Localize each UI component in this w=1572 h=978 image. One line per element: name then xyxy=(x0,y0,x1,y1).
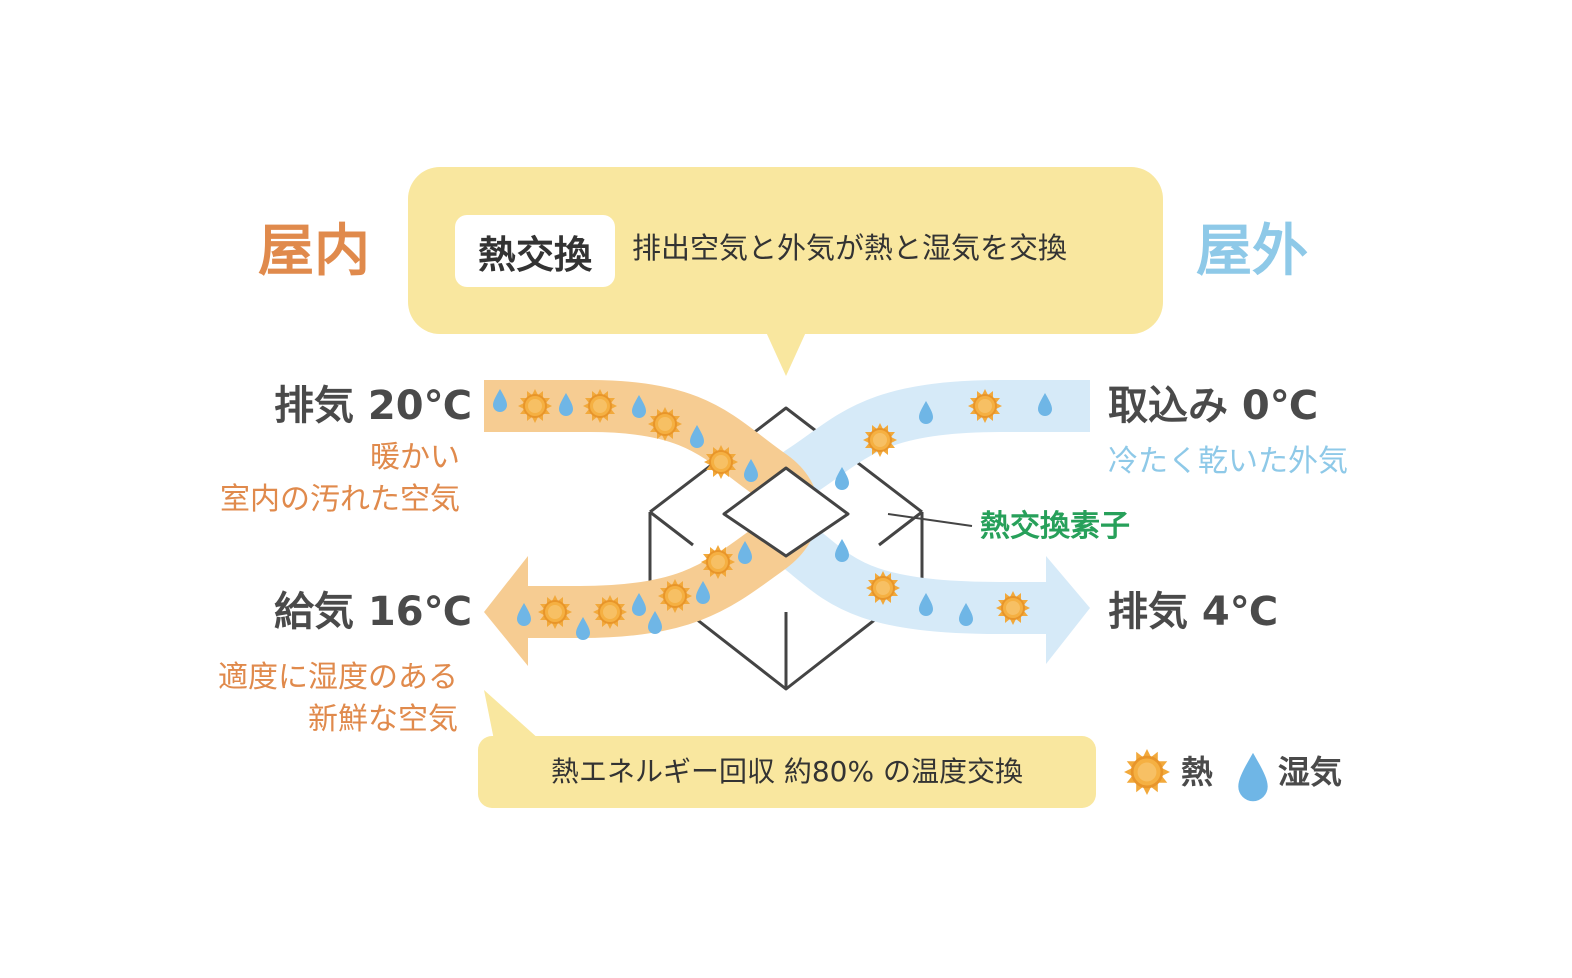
recovery-note: 熱エネルギー回収 約80% の温度交換 xyxy=(550,755,1024,788)
cube-core-face xyxy=(722,466,850,558)
outdoor-intake-label: 取込み 0℃ xyxy=(1108,383,1319,429)
indoor-exhaust-desc-2: 室内の汚れた空気 xyxy=(220,482,460,517)
heat-exchange-element-label: 熱交換素子 xyxy=(980,509,1130,544)
legend-heat-label: 熱 xyxy=(1181,753,1214,791)
outdoor-intake-desc: 冷たく乾いた外気 xyxy=(1108,444,1348,479)
element-leader-line xyxy=(887,513,973,527)
recovery-bubble xyxy=(478,690,1096,808)
water-drop-icon xyxy=(1238,752,1268,802)
indoor-supply-label: 給気 16℃ xyxy=(274,589,473,635)
indoor-exhaust-desc-1: 暖かい xyxy=(370,440,460,475)
callout-description: 排出空気と外気が熱と湿気を交換 xyxy=(632,231,1068,265)
indoor-zone-label: 屋内 xyxy=(258,219,370,284)
outdoor-exhaust-label: 排気 4℃ xyxy=(1108,589,1279,635)
indoor-supply-desc-1: 適度に湿度のある xyxy=(218,660,458,695)
indoor-air-flow xyxy=(484,380,819,666)
sun-icon xyxy=(1122,747,1172,797)
callout-title: 熱交換 xyxy=(455,215,615,287)
indoor-supply-desc-2: 新鮮な空気 xyxy=(308,702,458,737)
legend-moisture-label: 湿気 xyxy=(1278,753,1343,791)
outdoor-zone-label: 屋外 xyxy=(1196,219,1308,284)
indoor-exhaust-label: 排気 20℃ xyxy=(274,383,473,429)
callout-bubble xyxy=(408,167,1163,376)
